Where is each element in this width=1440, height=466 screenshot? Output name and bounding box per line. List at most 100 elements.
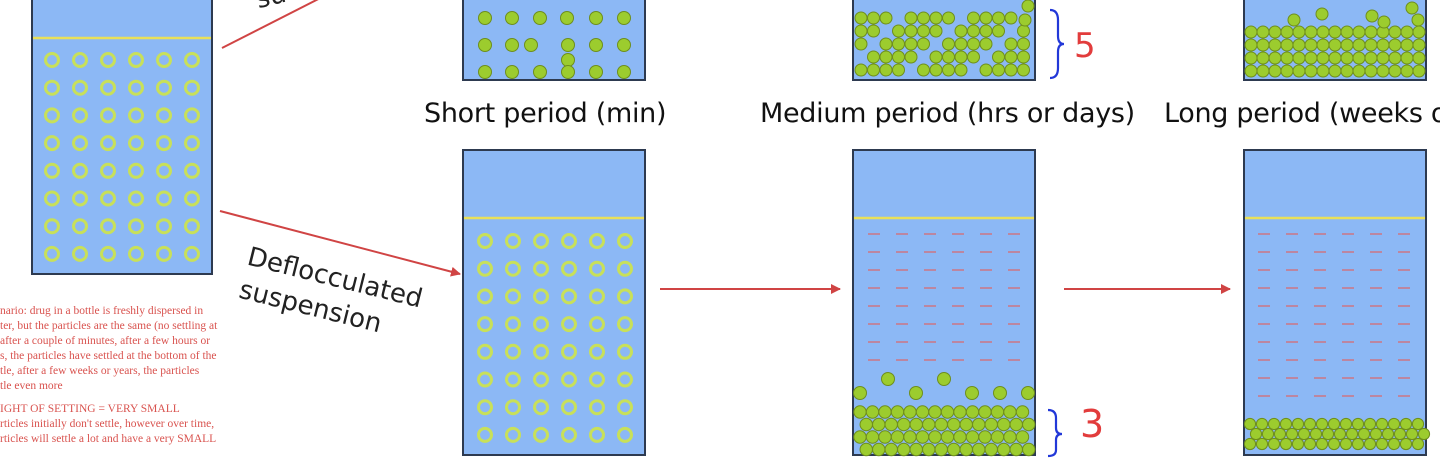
floc-particle xyxy=(1021,386,1035,400)
floc-particle xyxy=(879,50,893,64)
sediment-particle xyxy=(1279,417,1293,431)
dispersed-particle xyxy=(72,52,88,68)
sediment-particle xyxy=(1255,417,1269,431)
sediment-particle xyxy=(928,405,942,419)
dispersed-particle xyxy=(533,316,549,333)
floc-particle xyxy=(904,37,918,51)
sediment-particle xyxy=(909,442,923,457)
sediment-particle xyxy=(915,405,930,419)
floc-particle xyxy=(1328,25,1342,39)
dispersed-particle xyxy=(184,190,200,207)
dispersed-particle xyxy=(184,245,200,262)
dispersed-particle xyxy=(505,260,521,277)
floc-particle xyxy=(533,65,547,79)
floc-particle xyxy=(478,11,492,25)
floc-particle xyxy=(854,37,868,51)
dispersed-particle xyxy=(477,426,493,443)
sediment-particle xyxy=(1291,417,1305,431)
sediment-particle xyxy=(965,430,980,444)
floc-particle xyxy=(1017,50,1030,64)
sediment-particle xyxy=(1357,427,1371,441)
sediment-particle xyxy=(865,405,880,419)
floc-particle xyxy=(561,65,575,79)
dispersed-particle xyxy=(589,371,605,388)
sediment-particle xyxy=(1285,427,1299,441)
floc-particle xyxy=(1364,25,1378,39)
floc-particle xyxy=(879,37,893,51)
dispersed-particle xyxy=(44,52,60,68)
dispersed-particle xyxy=(617,426,633,443)
floc-particle xyxy=(1352,51,1366,65)
sediment-particle xyxy=(1369,427,1383,441)
sediment-particle xyxy=(1405,427,1419,441)
sediment-particle xyxy=(1003,430,1017,444)
bottle-body xyxy=(462,149,646,456)
floc-particle xyxy=(867,50,880,64)
floc-particle xyxy=(1340,25,1354,39)
floc-particle xyxy=(979,11,993,25)
floc-particle xyxy=(1316,38,1330,52)
dispersed-particle xyxy=(561,371,577,388)
floc-particle xyxy=(589,65,603,79)
dispersed-particle xyxy=(533,371,549,388)
floc-particle xyxy=(1018,13,1032,27)
sediment-particle xyxy=(997,442,1011,457)
notes-line: tle, after a few weeks or years, the par… xyxy=(0,365,200,377)
floc-particle xyxy=(879,63,893,77)
floc-particle xyxy=(505,65,519,79)
sediment-particle xyxy=(865,430,880,444)
dispersed-particle xyxy=(533,288,549,305)
sediment-particle xyxy=(1273,427,1287,441)
sediment-particle xyxy=(1351,437,1365,451)
dispersed-particle xyxy=(617,316,633,333)
dispersed-particle xyxy=(533,260,549,277)
notes-line: ter, but the particles are the same (no … xyxy=(0,320,218,332)
floc-particle xyxy=(1412,38,1426,52)
dispersed-particle xyxy=(589,399,605,416)
sediment-particle xyxy=(1243,417,1257,431)
floc-particle xyxy=(524,38,538,52)
floc-particle xyxy=(1376,64,1390,78)
dispersed-particle xyxy=(477,316,493,333)
floc-particle xyxy=(1004,37,1018,51)
sediment-particle xyxy=(1297,427,1311,441)
floc-particle xyxy=(1388,38,1402,52)
floc-particle xyxy=(1256,51,1270,65)
sediment-particle xyxy=(984,417,998,432)
bottle-body xyxy=(31,0,213,275)
sediment-particle xyxy=(1393,427,1407,441)
short-period-label: Short period (min) xyxy=(424,98,667,129)
sediment-particle xyxy=(953,405,967,419)
floc-particle xyxy=(904,11,918,25)
deflocculated-height-label: 3 xyxy=(1080,402,1104,446)
dispersed-particle xyxy=(505,371,521,388)
floc-particle xyxy=(1376,51,1390,65)
floc-particle xyxy=(1280,38,1294,52)
sediment-particle xyxy=(915,430,930,444)
dispersed-particle xyxy=(100,245,116,262)
sediment-particle xyxy=(1309,427,1323,441)
floc-particle xyxy=(967,11,980,25)
floc-particle xyxy=(1352,25,1366,39)
dispersed-particle xyxy=(589,343,605,360)
floc-particle xyxy=(1412,25,1426,39)
floc-particle xyxy=(942,37,955,51)
floc-particle xyxy=(1268,64,1282,78)
floc-particle xyxy=(505,11,519,25)
floc-particle xyxy=(929,11,943,25)
floc-particle xyxy=(1400,38,1414,52)
dispersed-particle xyxy=(477,260,493,277)
floc-particle xyxy=(1352,38,1366,52)
sediment-particle xyxy=(940,430,955,444)
dispersed-particle xyxy=(128,218,144,235)
sediment-particle xyxy=(947,442,961,457)
floc-particle xyxy=(1004,63,1018,77)
dispersed-particle xyxy=(100,135,116,152)
dispersed-particle xyxy=(617,233,633,249)
floc-particle xyxy=(1315,7,1329,21)
dispersed-particle xyxy=(533,343,549,360)
floc-particle xyxy=(1400,51,1414,65)
floc-particle xyxy=(1328,38,1342,52)
floc-particle xyxy=(1388,64,1402,78)
dispersed-particle xyxy=(561,426,577,443)
